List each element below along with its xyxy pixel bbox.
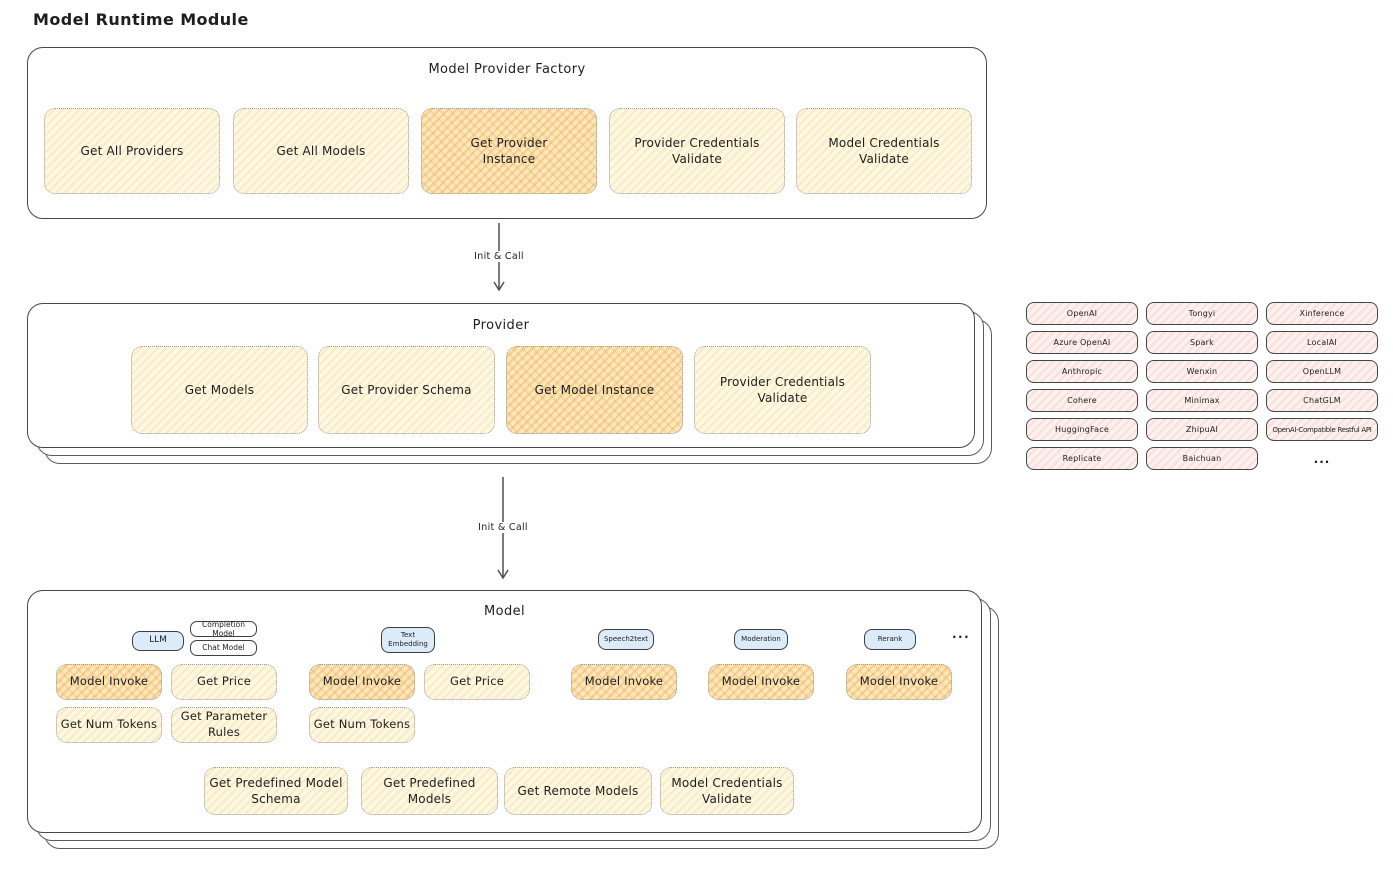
llm-get-num-tokens-node: Get Num Tokens xyxy=(56,707,162,743)
rerank-model-invoke-node: Model Invoke xyxy=(846,664,952,700)
get-predefined-model-schema-node: Get Predefined Model Schema xyxy=(204,767,348,815)
provider-chip-anthropic: Anthropic xyxy=(1026,360,1138,383)
provider-title: Provider xyxy=(472,318,530,333)
provider-chip-openai-compatible-restful-api: OpenAI-Compatible Restful API xyxy=(1266,418,1378,441)
model-credentials-validate-node: Model Credentials Validate xyxy=(660,767,794,815)
text-embedding-get-price-node: Get Price xyxy=(424,664,530,700)
provider-chip-openllm: OpenLLM xyxy=(1266,360,1378,383)
get-predefined-models-node: Get Predefined Models xyxy=(361,767,498,815)
provider-node-get-provider-schema: Get Provider Schema xyxy=(318,346,495,434)
init-call-label-1: Init & Call xyxy=(469,251,529,262)
text-embedding-get-num-tokens-node: Get Num Tokens xyxy=(309,707,415,743)
diagram-title: Model Runtime Module xyxy=(33,10,249,29)
model-type-tag-speech2text: Speech2text xyxy=(598,629,654,650)
model-type-tag-llm: LLM xyxy=(132,631,184,651)
provider-list: OpenAI Tongyi Xinference Azure OpenAI Sp… xyxy=(1026,302,1378,470)
factory-node-provider-credentials-validate: Provider Credentials Validate xyxy=(609,108,785,194)
provider-node-get-models: Get Models xyxy=(131,346,308,434)
model-type-tag-completion-model: Completion Model xyxy=(190,620,257,638)
provider-box: Provider Get Models Get Provider Schema … xyxy=(27,303,992,464)
provider-chip-huggingface: HuggingFace xyxy=(1026,418,1138,441)
model-type-tag-text-embedding: Text Embedding xyxy=(381,627,435,653)
model-type-tag-rerank: Rerank xyxy=(864,629,916,650)
init-call-label-2: Init & Call xyxy=(473,522,533,533)
factory-title: Model Provider Factory xyxy=(428,62,586,77)
provider-chip-zhipuai: ZhipuAI xyxy=(1146,418,1258,441)
provider-chip-spark: Spark xyxy=(1146,331,1258,354)
model-type-tag-chat-model: Chat Model xyxy=(190,640,257,656)
model-type-more-ellipsis: ... xyxy=(952,627,971,641)
factory-node-get-all-providers: Get All Providers xyxy=(44,108,220,194)
model-provider-factory-box: Model Provider Factory Get All Providers… xyxy=(27,47,987,219)
factory-node-model-credentials-validate: Model Credentials Validate xyxy=(796,108,972,194)
llm-get-price-node: Get Price xyxy=(171,664,277,700)
provider-chip-replicate: Replicate xyxy=(1026,447,1138,470)
provider-chip-wenxin: Wenxin xyxy=(1146,360,1258,383)
provider-chip-more: ... xyxy=(1313,451,1331,466)
provider-chip-azure-openai: Azure OpenAI xyxy=(1026,331,1138,354)
model-title: Model xyxy=(483,604,526,619)
factory-node-get-provider-instance: Get Provider Instance xyxy=(421,108,597,194)
speech2text-model-invoke-node: Model Invoke xyxy=(571,664,677,700)
provider-chip-localai: LocalAI xyxy=(1266,331,1378,354)
provider-node-get-model-instance: Get Model Instance xyxy=(506,346,683,434)
provider-chip-chatglm: ChatGLM xyxy=(1266,389,1378,412)
provider-chip-baichuan: Baichuan xyxy=(1146,447,1258,470)
model-type-tag-moderation: Moderation xyxy=(734,629,788,650)
moderation-model-invoke-node: Model Invoke xyxy=(708,664,814,700)
provider-node-provider-credentials-validate: Provider Credentials Validate xyxy=(694,346,871,434)
provider-chip-cohere: Cohere xyxy=(1026,389,1138,412)
provider-chip-tongyi: Tongyi xyxy=(1146,302,1258,325)
factory-node-get-all-models: Get All Models xyxy=(233,108,409,194)
get-remote-models-node: Get Remote Models xyxy=(504,767,652,815)
llm-model-invoke-node: Model Invoke xyxy=(56,664,162,700)
provider-chip-xinference: Xinference xyxy=(1266,302,1378,325)
provider-chip-minimax: Minimax xyxy=(1146,389,1258,412)
model-box: Model LLM Completion Model Chat Model Te… xyxy=(27,590,999,849)
llm-get-parameter-rules-node: Get Parameter Rules xyxy=(171,707,277,743)
provider-chip-openai: OpenAI xyxy=(1026,302,1138,325)
text-embedding-model-invoke-node: Model Invoke xyxy=(309,664,415,700)
